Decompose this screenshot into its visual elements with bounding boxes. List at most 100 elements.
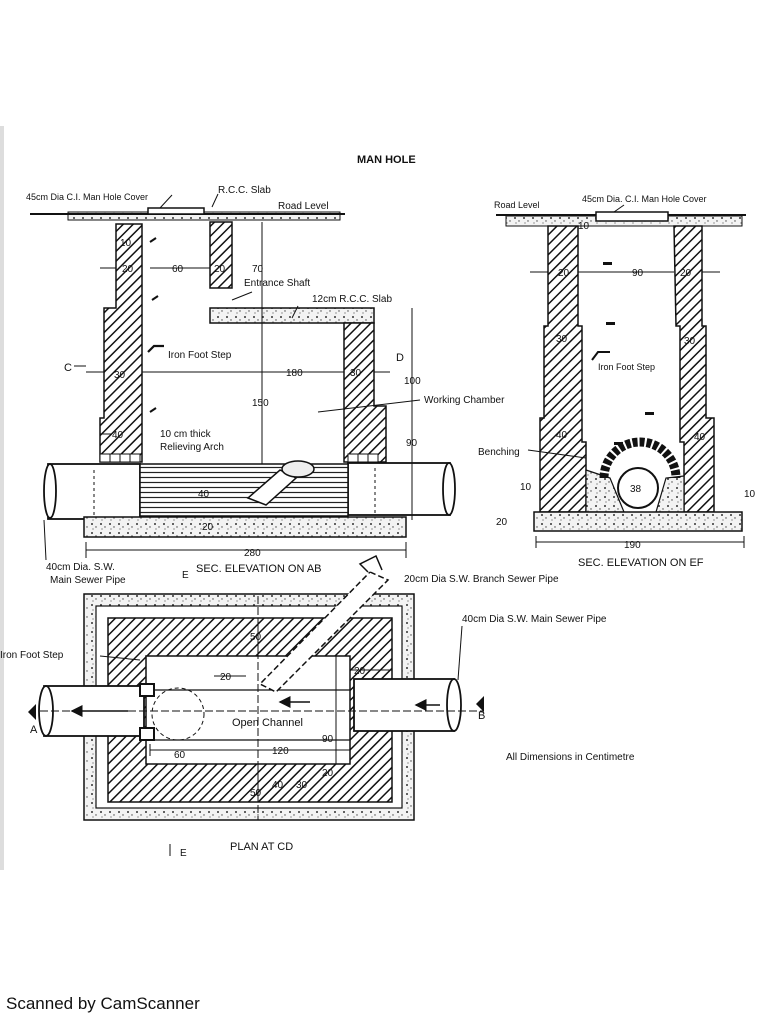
dim-20-top: 20 [122, 264, 134, 275]
foot-step-3 [151, 295, 159, 301]
dim-20-shaft: 20 [214, 264, 226, 275]
dim-30-right: 30 [350, 368, 362, 379]
ef-dim-30-left: 30 [556, 334, 568, 345]
plan-manhole-opening [151, 687, 205, 741]
right-wall [343, 322, 387, 463]
ef-dimension-lines [527, 204, 745, 548]
ef-dim-10-right: 10 [744, 489, 756, 500]
base-concrete [83, 516, 407, 538]
ef-base [533, 511, 743, 532]
benching-label: Benching [478, 447, 520, 458]
plan-walls [107, 617, 393, 803]
plan-dim-20-a: 20 [220, 672, 232, 683]
dim-70: 70 [252, 264, 264, 275]
ef-dim-40-left: 40 [556, 430, 568, 441]
relieving-arch-bricks [99, 453, 379, 463]
e-marker-bottom: E [180, 848, 187, 859]
ef-dim-90: 90 [632, 268, 644, 279]
plan-dim-120: 120 [272, 746, 289, 757]
plan-dim-50-bottom: 50 [250, 788, 262, 799]
ef-arch [599, 437, 681, 479]
plan-dim-30: 30 [296, 780, 308, 791]
left-wall [99, 223, 143, 463]
ef-dim-190: 190 [624, 540, 641, 551]
ef-road-label: Road Level [494, 200, 540, 210]
ef-dim-10-top: 10 [578, 221, 590, 232]
shaft-right-wall [209, 221, 233, 289]
entrance-shaft-label: Entrance Shaft [244, 278, 310, 289]
open-channel-label: Open Channel [232, 717, 303, 729]
d-marker: D [396, 352, 404, 364]
dim-10: 10 [120, 238, 132, 249]
arch-label-2: Relieving Arch [160, 442, 224, 453]
ef-cover [595, 211, 669, 222]
dim-180: 180 [286, 368, 303, 379]
dim-280: 280 [244, 548, 261, 559]
ef-dim-10-left: 10 [520, 482, 532, 493]
foot-step-4 [149, 407, 157, 413]
cover-label-ab: 45cm Dia C.I. Man Hole Cover [26, 192, 148, 202]
dim-100: 100 [404, 376, 421, 387]
plan-dim-60: 60 [174, 750, 186, 761]
road-level-label-ab: Road Level [278, 201, 329, 212]
plan-cd: A B E 20cm Dia S.W. Branch Sewer Pipe 40… [0, 554, 607, 859]
plan-foot-step-label: Iron Foot Step [0, 650, 64, 661]
ef-caption: SEC. ELEVATION ON EF [578, 557, 704, 569]
manhole-cover [147, 207, 205, 215]
scanner-footer: Scanned by CamScanner [6, 994, 200, 1013]
drawing-title: MAN HOLE [357, 154, 416, 166]
ef-dim-20-base: 20 [496, 517, 508, 528]
ef-dim-30-right: 30 [684, 336, 696, 347]
foot-step-2 [149, 237, 157, 243]
plan-dim-50-top: 50 [250, 632, 262, 643]
plan-dim-20-b: 20 [354, 666, 366, 677]
plan-dim-90: 90 [322, 734, 334, 745]
plan-foot-step-2 [139, 727, 155, 741]
pipe-label-2: Main Sewer Pipe [50, 575, 126, 586]
plan-dim-40: 40 [272, 780, 284, 791]
c-marker: C [64, 362, 72, 374]
foot-step-label-ab: Iron Foot Step [168, 350, 232, 361]
dim-60: 60 [172, 264, 184, 275]
ab-caption: SEC. ELEVATION ON AB [196, 563, 322, 575]
units-note: All Dimensions in Centimetre [506, 752, 635, 763]
e-marker-top: E [182, 570, 189, 581]
foot-step-1 [147, 344, 164, 353]
ef-dim-38: 38 [630, 484, 642, 495]
dim-40-channel: 40 [198, 489, 210, 500]
ef-cover-label: 45cm Dia. C.I. Man Hole Cover [582, 194, 707, 204]
dim-30-left: 30 [114, 370, 126, 381]
dim-150: 150 [252, 398, 269, 409]
dim-90: 90 [406, 438, 418, 449]
dim-40-left: 40 [112, 430, 124, 441]
dim-20-base: 20 [202, 522, 214, 533]
plan-foot-step-1 [139, 683, 155, 697]
rcc-slab-label: R.C.C. Slab [218, 185, 271, 196]
arch-label-1: 10 cm thick [160, 429, 212, 440]
plan-caption: PLAN AT CD [230, 841, 293, 853]
ef-foot-step [591, 351, 610, 361]
main-pipe-label: 40cm Dia S.W. Main Sewer Pipe [462, 614, 607, 625]
b-marker: B [478, 710, 485, 722]
section-ab: C D E 45cm Dia C.I. Man Hole Cover R.C.C… [26, 185, 505, 586]
ef-dim-20-left: 20 [558, 268, 570, 279]
ef-dim-20-right: 20 [680, 268, 692, 279]
branch-pipe-label: 20cm Dia S.W. Branch Sewer Pipe [404, 574, 559, 585]
ab-dimension-lines [43, 193, 421, 561]
main-sewer-pipe-right [347, 462, 451, 516]
plan-dim-20-c: 20 [322, 768, 334, 779]
rcc-slab-12 [209, 307, 375, 324]
channel-bed [139, 463, 349, 517]
ef-main-pipe [617, 467, 659, 509]
ef-steps [603, 262, 654, 445]
ef-dim-40-right: 40 [694, 432, 706, 443]
ef-foot-step-label: Iron Foot Step [598, 362, 655, 372]
section-ef: Road Level 45cm Dia. C.I. Man Hole Cover… [478, 194, 756, 569]
plan-branch-pipe [258, 571, 390, 693]
working-chamber-label: Working Chamber [424, 395, 505, 406]
pipe-label-1: 40cm Dia. S.W. [46, 562, 115, 573]
a-marker: A [30, 724, 38, 736]
slab12-label: 12cm R.C.C. Slab [312, 294, 392, 305]
branch-inlet [246, 469, 298, 506]
